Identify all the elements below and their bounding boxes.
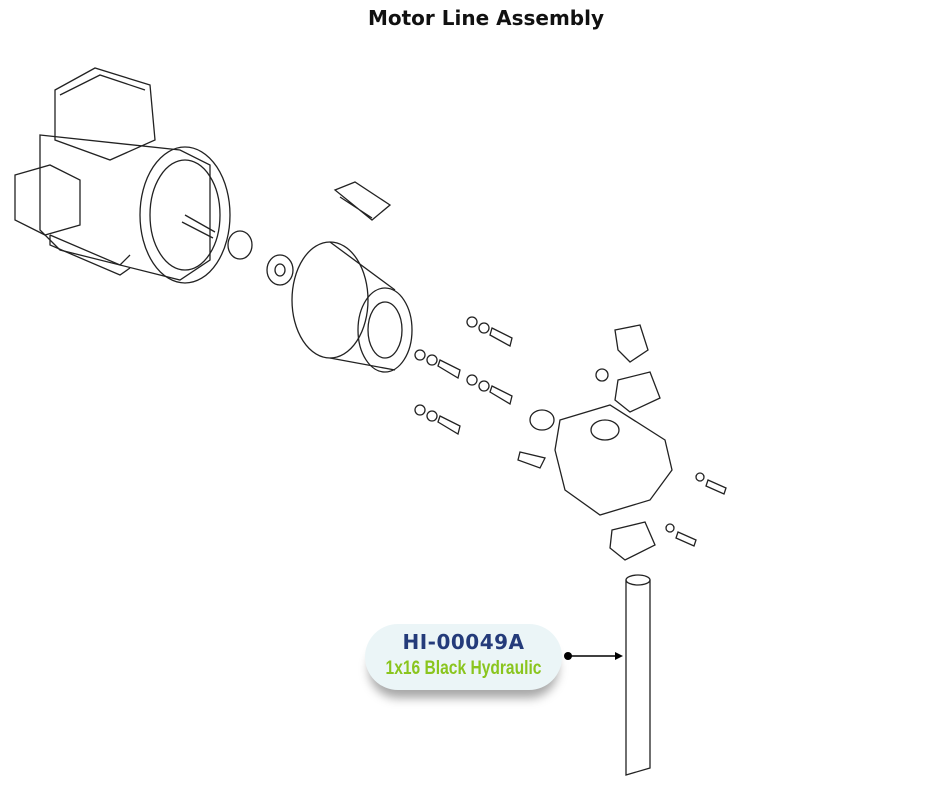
part-callout-label: HI-00049A 1x16 Black Hydraulic	[365, 624, 562, 690]
callout-leader-arrow	[564, 652, 623, 660]
diagram-title: Motor Line Assembly	[367, 6, 605, 30]
part-description: 1x16 Black Hydraulic	[385, 658, 542, 679]
cover-plate	[333, 181, 392, 221]
coupling	[227, 230, 294, 286]
bell-housing	[291, 241, 413, 373]
electric-motor	[14, 67, 231, 284]
part-number: HI-00049A	[402, 630, 525, 654]
bolts-and-washers	[414, 316, 727, 547]
hydraulic-hose	[625, 574, 651, 776]
hydraulic-pump	[517, 324, 673, 561]
